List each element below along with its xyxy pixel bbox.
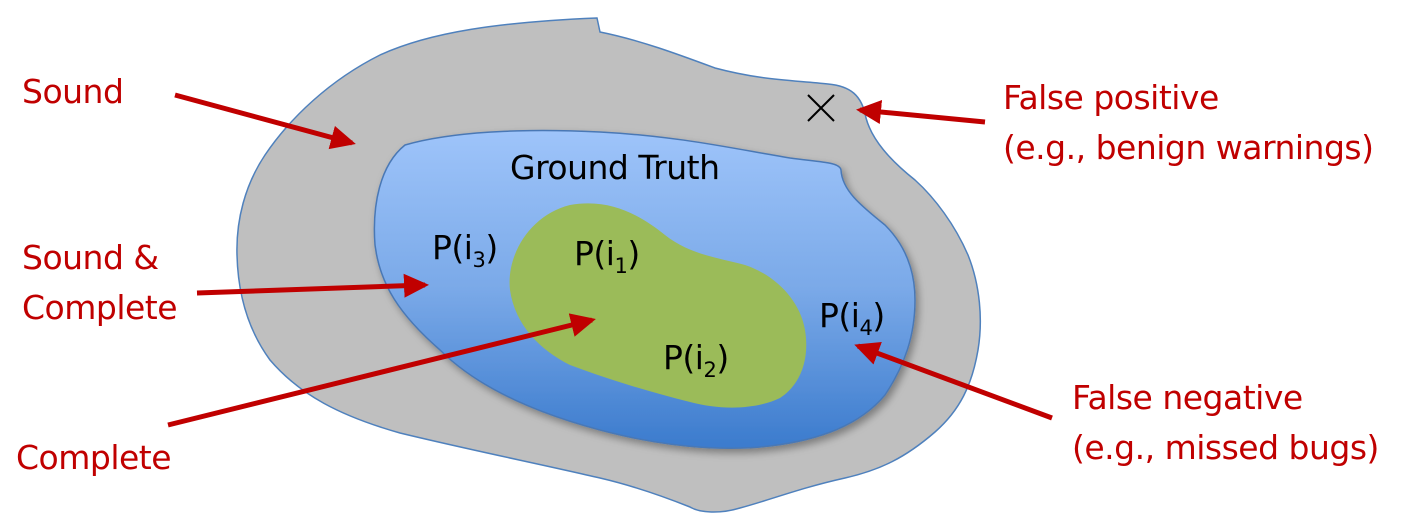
- point-close: ): [485, 228, 498, 267]
- point-base: P(i: [819, 296, 860, 335]
- false-positive-arrow: [856, 100, 986, 125]
- point-base: P(i: [663, 338, 704, 377]
- false-negative-label-line1: False negative: [1072, 378, 1303, 417]
- point-subscript: 3: [472, 248, 486, 272]
- point-close: ): [872, 296, 885, 335]
- point-subscript: 2: [703, 358, 717, 382]
- false-negative-label-line2: (e.g., missed bugs): [1072, 428, 1379, 467]
- false-positive-label-line2: (e.g., benign warnings): [1003, 128, 1374, 167]
- point-close: ): [627, 234, 640, 273]
- sound-arrow: [174, 92, 356, 150]
- point-base: P(i: [432, 228, 473, 267]
- sound-complete-arrow: [196, 273, 429, 298]
- point-subscript: 1: [614, 254, 628, 278]
- complete-label: Complete: [16, 438, 172, 477]
- false-positive-label-line1: False positive: [1003, 78, 1219, 117]
- false-negative-arrow: [854, 342, 1053, 421]
- sound-label: Sound: [22, 72, 124, 111]
- point-label-p-i4: P(i4): [819, 296, 885, 339]
- false-positive-marker-icon: [807, 94, 835, 122]
- point-close: ): [716, 338, 729, 377]
- point-subscript: 4: [859, 316, 873, 340]
- point-label-p-i1: P(i1): [574, 234, 640, 277]
- sound-complete-label-line1: Sound &: [22, 238, 159, 277]
- complete-arrow: [167, 313, 596, 428]
- ground-truth-label: Ground Truth: [510, 148, 720, 187]
- point-label-p-i2: P(i2): [663, 338, 729, 381]
- point-label-p-i3: P(i3): [432, 228, 498, 271]
- sound-complete-label-line2: Complete: [22, 288, 178, 327]
- complete-region: [509, 203, 807, 408]
- point-base: P(i: [574, 234, 615, 273]
